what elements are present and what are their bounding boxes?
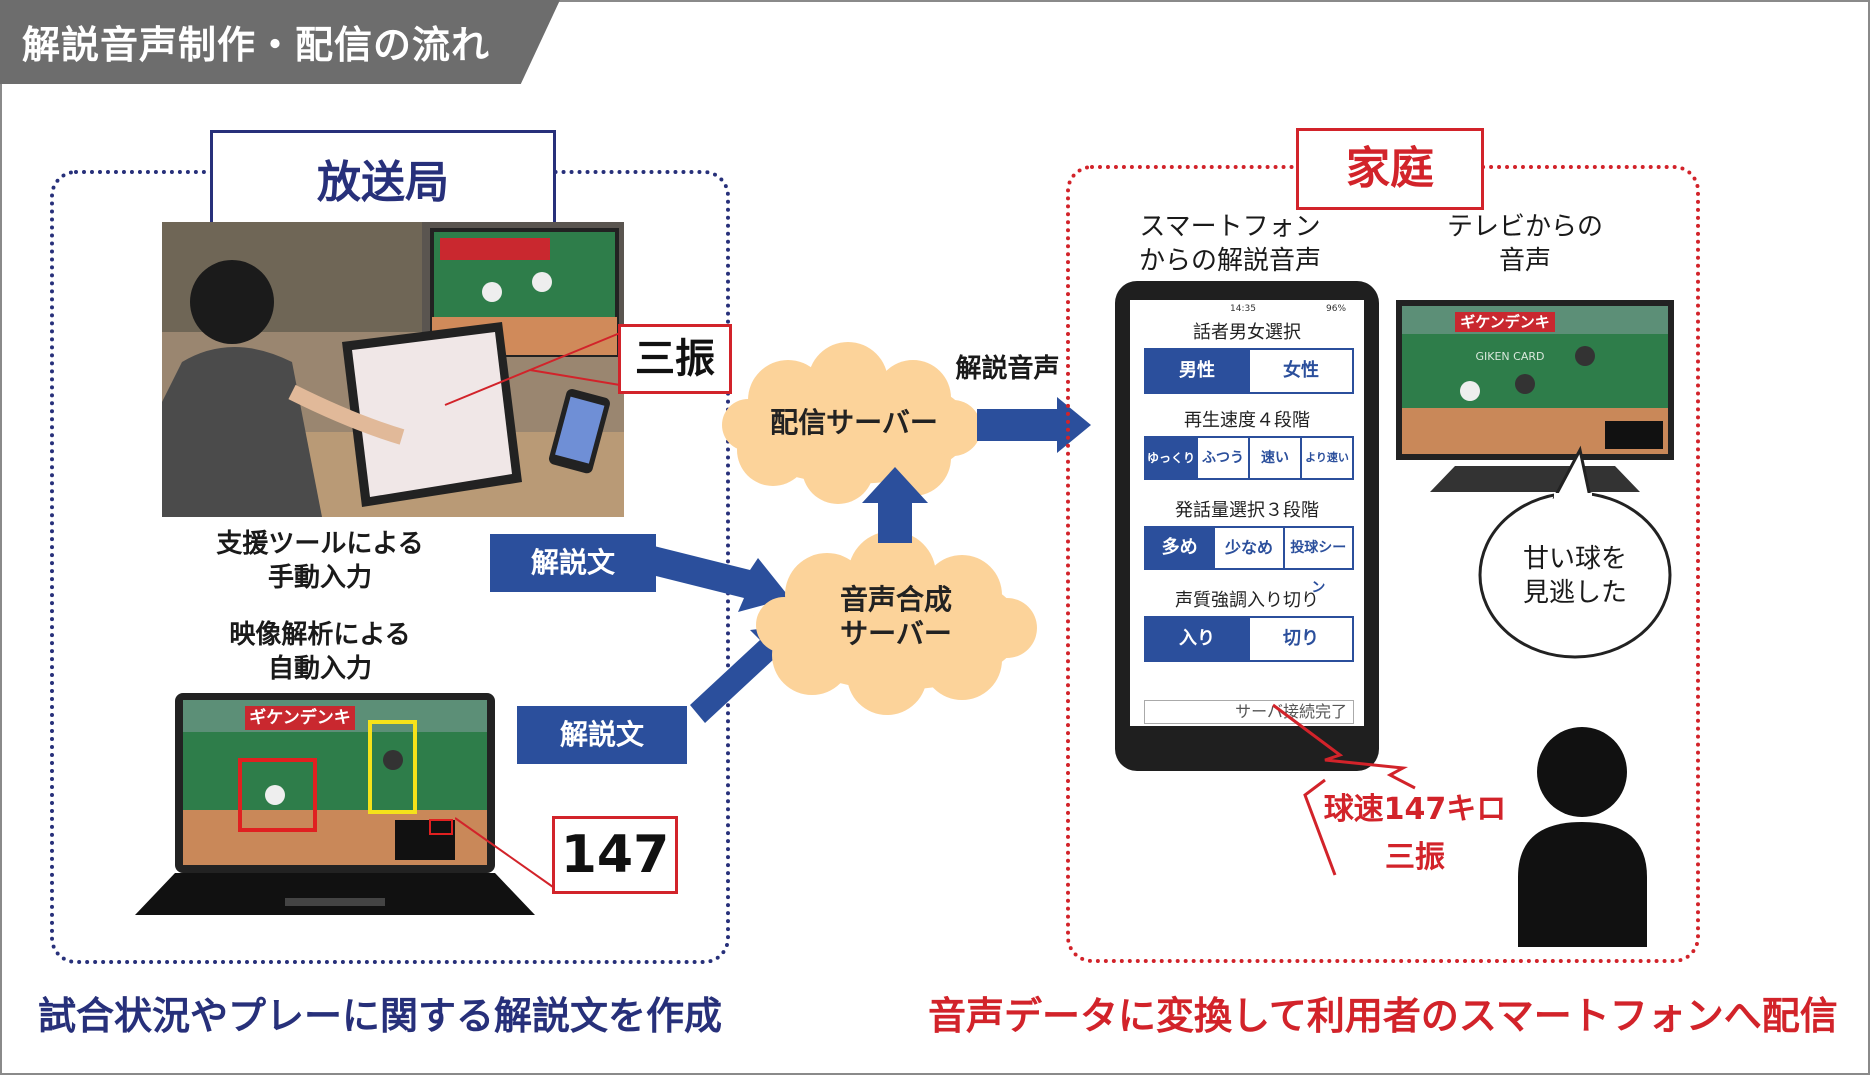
voice-enhance-segment[interactable]: 入り 切り (1144, 616, 1354, 662)
laptop-callout-speed: 147 (552, 816, 678, 894)
option-faster[interactable]: より速い (1300, 438, 1352, 478)
tv-brand: ギケンデンキ (1455, 312, 1555, 332)
option-less[interactable]: 少なめ (1213, 528, 1282, 568)
laptop-callout-line (455, 817, 554, 888)
page-title: 解説音声制作・配信の流れ (22, 23, 491, 67)
commentary-text-tag-bottom: 解説文 (517, 706, 687, 764)
manual-input-caption: 支援ツールによる 手動入力 (216, 529, 424, 593)
option-normal[interactable]: ふつう (1196, 438, 1248, 478)
tv-bubble-text: 甘い球を 見逃した (1522, 544, 1627, 608)
phone-time: 14:35 (1230, 304, 1256, 314)
option-more[interactable]: 多め (1146, 528, 1214, 568)
right-arrow (977, 397, 1091, 453)
option-fast[interactable]: 速い (1248, 438, 1300, 478)
operator-photo (162, 222, 624, 517)
spoken-commentary-text: 球速147キロ 三振 (1323, 792, 1507, 875)
up-arrow (862, 467, 928, 543)
delivery-server-cloud (722, 342, 981, 504)
phone-caption: スマートフォン からの解説音声 (1138, 212, 1321, 276)
header-bar (0, 0, 560, 84)
operator-scene (162, 222, 624, 517)
commentary-text-tag-top: 解説文 (490, 534, 656, 592)
laptop-brand: ギケンデンキ (245, 706, 355, 730)
option-on[interactable]: 入り (1146, 618, 1248, 660)
option-pitch-scene[interactable]: 投球シーン (1282, 528, 1352, 596)
section-speaker-title: 話者男女選択 (1193, 322, 1301, 343)
auto-input-caption: 映像解析による 自動入力 (229, 620, 411, 684)
photo-callout-lines (444, 332, 621, 406)
server-status: サーバ接続完了 (1144, 700, 1354, 724)
playback-speed-segment[interactable]: ゆっくり ふつう 速い より速い (1144, 436, 1354, 480)
speech-amount-segment[interactable]: 多め 少なめ 投球シーン (1144, 526, 1354, 596)
phone-battery: 96% (1326, 304, 1347, 314)
signal-zigzag (1272, 703, 1416, 876)
delivery-server-label: 配信サーバー (770, 406, 938, 439)
speaker-gender-segment[interactable]: 男性 女性 (1144, 348, 1354, 394)
tv-speech-bubble (1478, 445, 1672, 659)
option-off[interactable]: 切り (1248, 618, 1352, 660)
option-male[interactable]: 男性 (1146, 350, 1248, 392)
photo-callout-strikeout: 三振 (618, 324, 732, 394)
synthesis-server-label: 音声合成 サーバー (839, 583, 952, 650)
footer-right: 音声データに変換して利用者のスマートフォンへ配信 (928, 994, 1838, 1038)
audio-commentary-label: 解説音声 (955, 354, 1060, 384)
footer-left: 試合状況やプレーに関する解説文を作成 (38, 994, 723, 1038)
home-label: 家庭 (1296, 128, 1484, 210)
broadcast-label: 放送局 (210, 130, 556, 236)
user-silhouette-icon (1518, 727, 1647, 947)
option-slow[interactable]: ゆっくり (1146, 438, 1196, 478)
text-flow-arrows (624, 540, 795, 723)
television (1396, 300, 1674, 492)
phone-screen: 14:35 96% 話者男女選択 男性 女性 再生速度４段階 ゆっくり ふつう … (1130, 300, 1364, 726)
section-amount-title: 発話量選択３段階 (1175, 500, 1319, 521)
section-speed-title: 再生速度４段階 (1184, 410, 1310, 431)
tv-sub-brand: GIKEN CARD (1475, 350, 1545, 363)
section-voice-title: 声質強調入り切り (1175, 590, 1319, 611)
synthesis-server-cloud (756, 531, 1037, 715)
option-female[interactable]: 女性 (1248, 350, 1352, 392)
tv-caption: テレビからの 音声 (1446, 212, 1603, 276)
